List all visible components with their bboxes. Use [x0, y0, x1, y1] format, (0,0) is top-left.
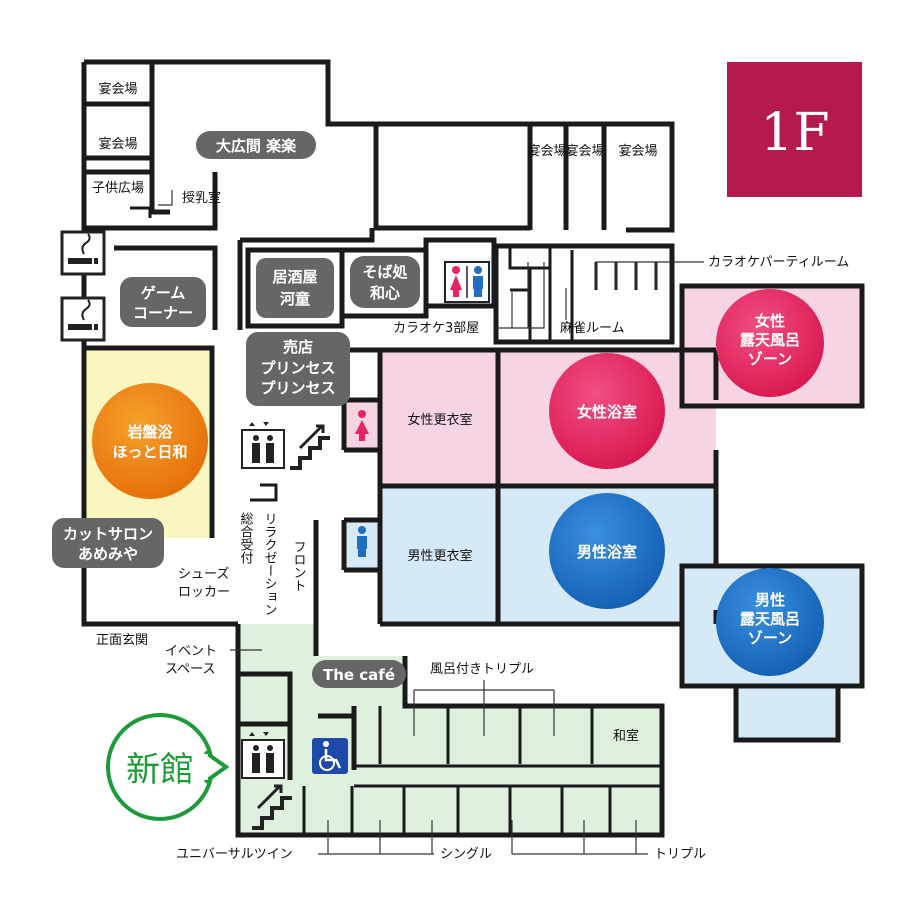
salon-pill: カットサロンあめみや — [52, 518, 164, 568]
svg-text:そば処和心: そば処和心 — [362, 263, 408, 302]
men-outdoor-circle: 男性露天風呂ゾーン — [716, 568, 824, 676]
floor-label: 1F — [760, 103, 829, 163]
shop-pill: 売店 プリンセスプリンセス — [246, 332, 350, 406]
svg-text:男性露天風呂ゾーン: 男性露天風呂ゾーン — [740, 591, 800, 647]
svg-text:男性浴室: 男性浴室 — [577, 543, 637, 561]
restroom-women-icon — [355, 410, 369, 441]
izakaya-pill: 居酒屋河童 — [256, 258, 334, 318]
women-changing-label: 女性更衣室 — [407, 412, 472, 428]
men-outdoor-annex — [736, 688, 838, 740]
floor-badge — [727, 62, 862, 197]
nursing-room-label: 授乳室 — [182, 190, 221, 206]
smoking-area-icon — [60, 230, 106, 276]
banquet-room-1: 宴会場 — [98, 81, 137, 97]
kids-plaza-label: 子供広場 — [92, 181, 144, 196]
shoe-locker-label: シューズロッカー — [178, 566, 230, 600]
stairs-icon — [252, 784, 292, 830]
svg-text:居酒屋河童: 居酒屋河童 — [272, 268, 317, 308]
universal-twin-label: ユニバーサルツイン — [176, 847, 293, 862]
mahjong-label: 麻雀ルーム — [560, 321, 625, 336]
annex-walls — [235, 624, 665, 838]
game-corner-pill: ゲームコーナー — [120, 277, 206, 327]
annex-label: 新館 — [126, 750, 194, 790]
svg-text:岩盤浴ほっと日和: 岩盤浴ほっと日和 — [112, 423, 187, 461]
hall-pill: 大広間 楽楽 — [196, 131, 316, 159]
karaoke-party-label: カラオケパーティルーム — [708, 255, 849, 270]
svg-text:ゲームコーナー: ゲームコーナー — [133, 284, 193, 322]
restroom-men-icon — [357, 526, 367, 557]
karaoke-3-label: カラオケ3部屋 — [393, 321, 479, 336]
svg-text:The café: The café — [323, 666, 395, 684]
women-outdoor-circle: 女性露天風呂ゾーン — [716, 289, 824, 397]
annex-badge: 新館 — [106, 713, 230, 821]
banquet-room-5: 宴会場 — [618, 143, 657, 159]
single-label: シングル — [440, 847, 492, 862]
svg-text:プリンセスプリンセス: プリンセスプリンセス — [260, 359, 335, 397]
men-changing-label: 男性更衣室 — [407, 548, 472, 564]
women-bath-circle: 女性浴室 — [549, 353, 665, 469]
annex-zone — [238, 624, 662, 835]
stairs-icon — [290, 424, 330, 470]
banquet-room-4: 宴会場 — [565, 143, 604, 159]
walls — [81, 59, 865, 743]
banquet-room-3: 宴会場 — [527, 143, 566, 159]
relaxation-label: リラクゼーション — [262, 512, 278, 616]
bedrock-bath-circle: 岩盤浴ほっと日和 — [92, 383, 208, 499]
soba-pill: そば処和心 — [350, 256, 420, 308]
elevator-icon — [241, 732, 285, 779]
cafe-pill: The café — [312, 660, 406, 688]
banquet-room-2: 宴会場 — [98, 136, 137, 152]
svg-text:女性露天風呂ゾーン: 女性露天風呂ゾーン — [740, 312, 800, 368]
svg-text:カットサロンあめみや: カットサロンあめみや — [63, 525, 153, 563]
event-space-label: イベントスペース — [165, 644, 217, 677]
men-bath-circle: 男性浴室 — [549, 493, 665, 609]
bath-triple-label: 風呂付きトリプル — [430, 662, 534, 677]
wheelchair-icon — [312, 738, 348, 774]
svg-text:女性浴室: 女性浴室 — [577, 403, 637, 421]
elevator-icon — [241, 422, 285, 469]
reception-label: 総合受付 — [238, 512, 254, 564]
main-entrance-label: 正面玄関 — [96, 633, 148, 648]
svg-text:大広間 楽楽: 大広間 楽楽 — [216, 137, 297, 155]
restroom-icon — [444, 261, 490, 303]
smoking-area-icon — [60, 296, 106, 342]
svg-text:売店: 売店 — [283, 338, 313, 356]
japanese-room-label: 和室 — [613, 728, 639, 744]
triple-label: トリプル — [654, 847, 706, 862]
front-label: フロント — [291, 540, 306, 592]
